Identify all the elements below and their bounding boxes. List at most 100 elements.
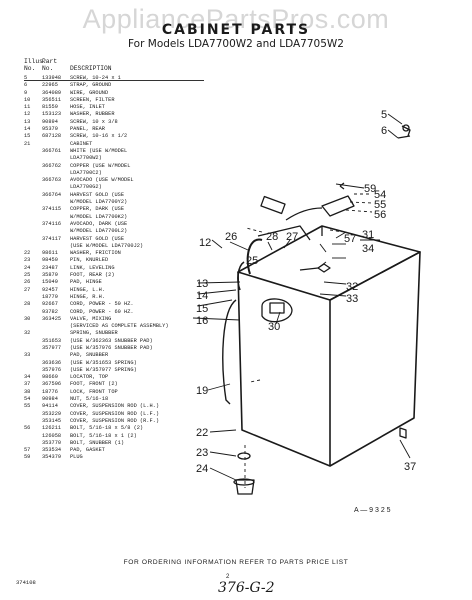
part-description: PAD, SNUBBER: [70, 352, 109, 359]
callout-32: 32: [346, 281, 358, 293]
illus-no: 15: [24, 133, 31, 140]
description-header: DESCRIPTION: [70, 65, 112, 72]
part-description: PAD, HINGE: [70, 279, 102, 286]
part-description: WHITE (USE W/MODEL: [70, 147, 128, 154]
illus-no: 54: [24, 396, 31, 403]
parts-row: 366761 WHITE (USE W/MODEL: [24, 148, 214, 155]
parts-row: W/MODEL LDA7700K2): [24, 214, 214, 221]
part-description: AVOCADO (USE W/MODEL: [70, 177, 134, 184]
part-description: COPPER (USE W/MODEL: [70, 162, 131, 169]
parts-row: LDA7700C2): [24, 170, 214, 177]
part-no: 353145: [42, 417, 62, 424]
part-no: 353534: [42, 447, 62, 454]
illus-no: 27: [24, 286, 31, 293]
parts-row: 363636(USE W/351653 SPRING): [24, 360, 214, 367]
part-no: 353770: [42, 439, 62, 446]
part-description: STRAP, GROUND: [70, 82, 112, 89]
part-description: HINGE, R.H.: [70, 293, 105, 300]
parts-row: 351653(USE W/362363 SNUBBER PAD): [24, 338, 214, 345]
callout-57: 57: [344, 233, 356, 245]
page-number: 2: [226, 574, 230, 580]
part-description: BOLT, SNUBBER (1): [70, 439, 125, 446]
rear-foot: [237, 452, 251, 460]
illus-no: 14: [24, 126, 31, 133]
part-no: 374117: [42, 235, 62, 242]
part-description: HOSE, INLET: [70, 104, 105, 111]
watermark: AppliancePartsPros.com: [82, 4, 390, 34]
illus-no: 33: [24, 352, 31, 359]
parts-row: 9 364089 WIRE, GROUND: [24, 90, 214, 97]
part-description: WIRE, GROUND: [70, 89, 109, 96]
callout-25: 25: [246, 255, 258, 267]
part-no: 363636: [42, 359, 62, 366]
part-no: 126211: [42, 425, 62, 432]
illus-no: 10: [24, 96, 31, 103]
illus-no: 12: [24, 111, 31, 118]
part-no: 364089: [42, 89, 62, 96]
part-no: 354379: [42, 454, 62, 461]
callout-5: 5: [381, 109, 387, 121]
part-description: LDA7700W2): [70, 155, 102, 162]
callout-16: 16: [196, 315, 208, 327]
part-no: 374115: [42, 206, 62, 213]
callout-12: 12: [199, 237, 211, 249]
illus-no: 9: [24, 89, 28, 96]
part-description: PANEL, REAR: [70, 126, 105, 133]
part-no: 366761: [42, 147, 62, 154]
illus-no: 57: [24, 447, 31, 454]
part-no: 366762: [42, 162, 62, 169]
ledger-code: 374108: [16, 579, 36, 586]
part-description: SPRING, SNUBBER: [70, 330, 118, 337]
callout-30: 30: [268, 321, 280, 333]
part-no: 93782: [42, 308, 58, 315]
part-description: (SERVICED AS COMPLETE ASSEMBLY): [70, 323, 169, 330]
part-description: AVOCADO, DARK (USE: [70, 220, 128, 227]
parts-row: LDA7700G2): [24, 184, 214, 191]
illus-no: 13: [24, 118, 31, 125]
part-no: 92667: [42, 301, 58, 308]
part-no: 356511: [42, 96, 62, 103]
part-no: 95379: [42, 126, 58, 133]
front-foot: [399, 427, 407, 439]
callout-6: 6: [381, 125, 387, 137]
part-no: 18776: [42, 388, 58, 395]
part-description: NUT, 5/16-18: [70, 396, 109, 403]
part-no: 90894: [42, 118, 58, 125]
footer-note: FOR ORDERING INFORMATION REFER TO PARTS …: [123, 559, 349, 566]
illus-no: 23: [24, 257, 31, 264]
parts-row: (USE W/MODEL LDA7700J2): [24, 243, 214, 250]
part-description: SCREW, 10 x 3/8: [70, 118, 118, 125]
illus-no: 25: [24, 272, 31, 279]
part-no: 98669: [42, 374, 58, 381]
parts-row: 353770 BOLT, SNUBBER (1): [24, 440, 214, 447]
parts-row: 33 PAD, SNUBBER: [24, 352, 214, 359]
parts-row: W/MODEL LDA7700Y2): [24, 199, 214, 206]
part-description: BOLT, 5/16-18 x 5/8 (2): [70, 425, 144, 432]
parts-row: (SERVICED AS COMPLETE ASSEMBLY): [24, 323, 214, 330]
part-description: CORD, POWER - 50 HZ.: [70, 301, 134, 308]
part-no: 367596: [42, 381, 62, 388]
callout-14: 14: [196, 290, 208, 302]
part-description: HARVEST GOLD (USE: [70, 235, 125, 242]
callout-28: 28: [266, 231, 278, 243]
part-no: 94114: [42, 403, 58, 410]
page-title: CABINET PARTS: [161, 22, 311, 38]
handwritten-note: 376-G-2: [218, 580, 275, 596]
